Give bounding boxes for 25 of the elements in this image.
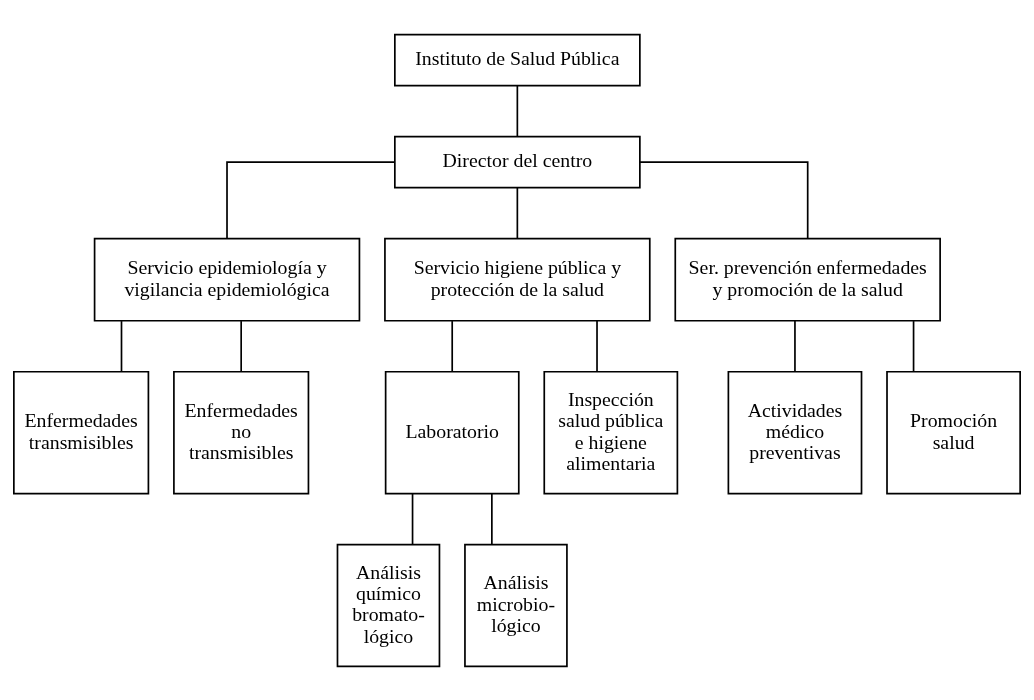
- node-box: Ser. prevención enfermedades y promoción de la salud: [674, 237, 941, 322]
- connector: [596, 319, 598, 373]
- node-box: Servicio epidemiología y vigilancia epidemiológica: [93, 237, 361, 322]
- node-box: Laboratorio: [384, 370, 520, 494]
- connector: [516, 186, 519, 239]
- connector: [639, 160, 809, 239]
- node-box: Instituto de Salud Pública: [394, 33, 641, 86]
- connector: [411, 492, 414, 545]
- node-box: Enfermedades no transmisibles: [173, 370, 310, 494]
- node-box: Actividades médico preventivas: [727, 370, 863, 494]
- connector: [516, 84, 519, 137]
- node-box: Servicio higiene pública y protección de la salud: [384, 237, 651, 322]
- node-box: Inspección salud pública e higiene alimentaria: [543, 370, 679, 494]
- node-box: Promoción salud: [886, 370, 1021, 494]
- node-box: Enfermedades transmisibles: [13, 370, 150, 494]
- connector: [491, 492, 493, 545]
- connector: [226, 160, 396, 239]
- node-box: Análisis químico bromato-lógico: [336, 543, 441, 667]
- connector: [912, 319, 915, 373]
- node-box: Director del centro: [394, 135, 641, 188]
- connector: [451, 319, 454, 373]
- connector: [794, 319, 796, 373]
- node-box: Análisis microbio-lógico: [464, 543, 568, 667]
- connector: [240, 319, 243, 373]
- connector: [120, 319, 123, 373]
